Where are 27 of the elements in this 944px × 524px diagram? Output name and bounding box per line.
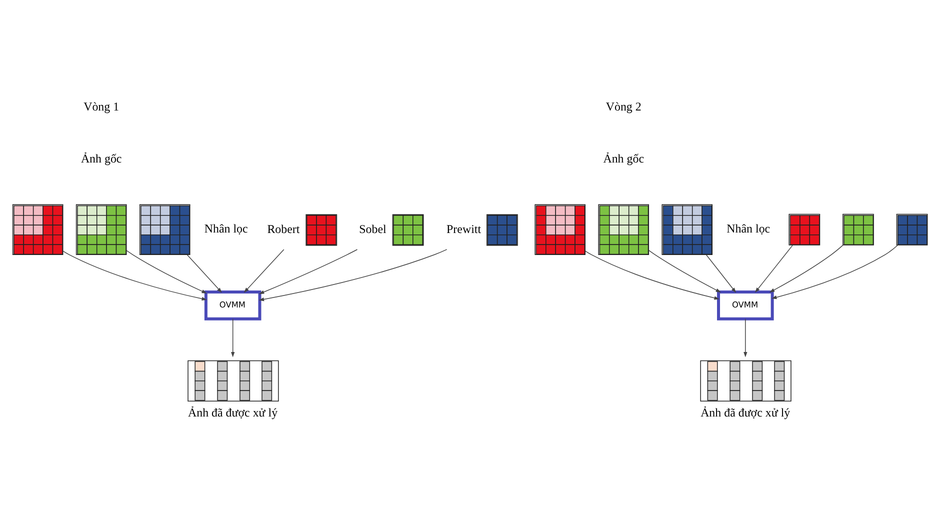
arrow	[126, 250, 206, 293]
arrow	[258, 248, 358, 294]
node-label: Sobel	[358, 221, 386, 236]
label: Vòng 1	[83, 98, 119, 113]
arrow	[243, 248, 284, 292]
label: Ảnh gốc	[602, 151, 644, 166]
label: Vòng 2	[605, 98, 641, 113]
label: Nhân lọc	[726, 220, 770, 235]
arrow	[754, 244, 793, 292]
node-box: OVMM	[204, 290, 261, 320]
arrow	[705, 254, 736, 292]
arrow	[258, 248, 447, 301]
arrow	[62, 250, 207, 300]
node-box: OVMM	[716, 290, 774, 320]
arrow	[648, 249, 721, 292]
label: Ảnh gốc	[80, 151, 122, 166]
node-label: Ảnh đã được xử lý	[700, 405, 790, 420]
node-label: Robert	[266, 221, 300, 236]
node-label: Ảnh đã được xử lý	[188, 405, 278, 420]
arrow	[230, 318, 234, 357]
label: Nhân lọc	[204, 220, 248, 235]
arrow	[768, 244, 843, 292]
node-label: Prewitt	[446, 221, 481, 236]
arrow	[743, 318, 747, 357]
arrow	[186, 254, 222, 292]
arrow	[770, 244, 898, 299]
arrow	[584, 250, 720, 300]
